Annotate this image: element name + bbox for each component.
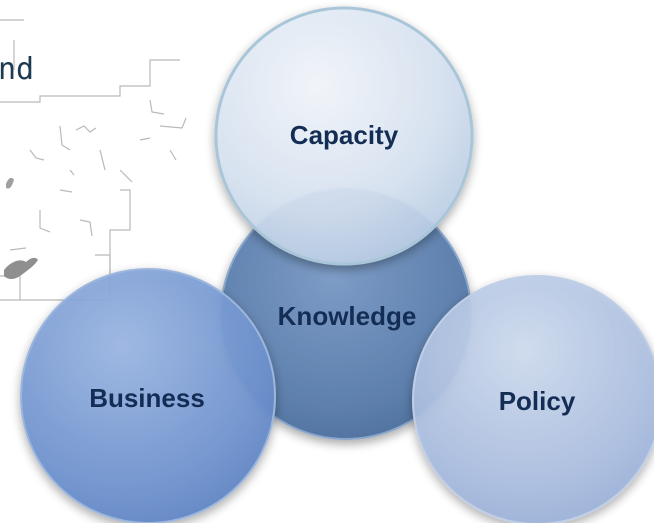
circle-policy bbox=[412, 275, 654, 523]
label-knowledge: Knowledge bbox=[278, 301, 417, 331]
label-business: Business bbox=[89, 383, 205, 413]
coastline-shape bbox=[4, 257, 38, 279]
circle-capacity bbox=[214, 6, 474, 266]
circle-business bbox=[20, 268, 276, 523]
background-partial-text: nd bbox=[0, 52, 35, 87]
label-capacity: Capacity bbox=[290, 120, 399, 150]
label-policy: Policy bbox=[499, 386, 576, 416]
